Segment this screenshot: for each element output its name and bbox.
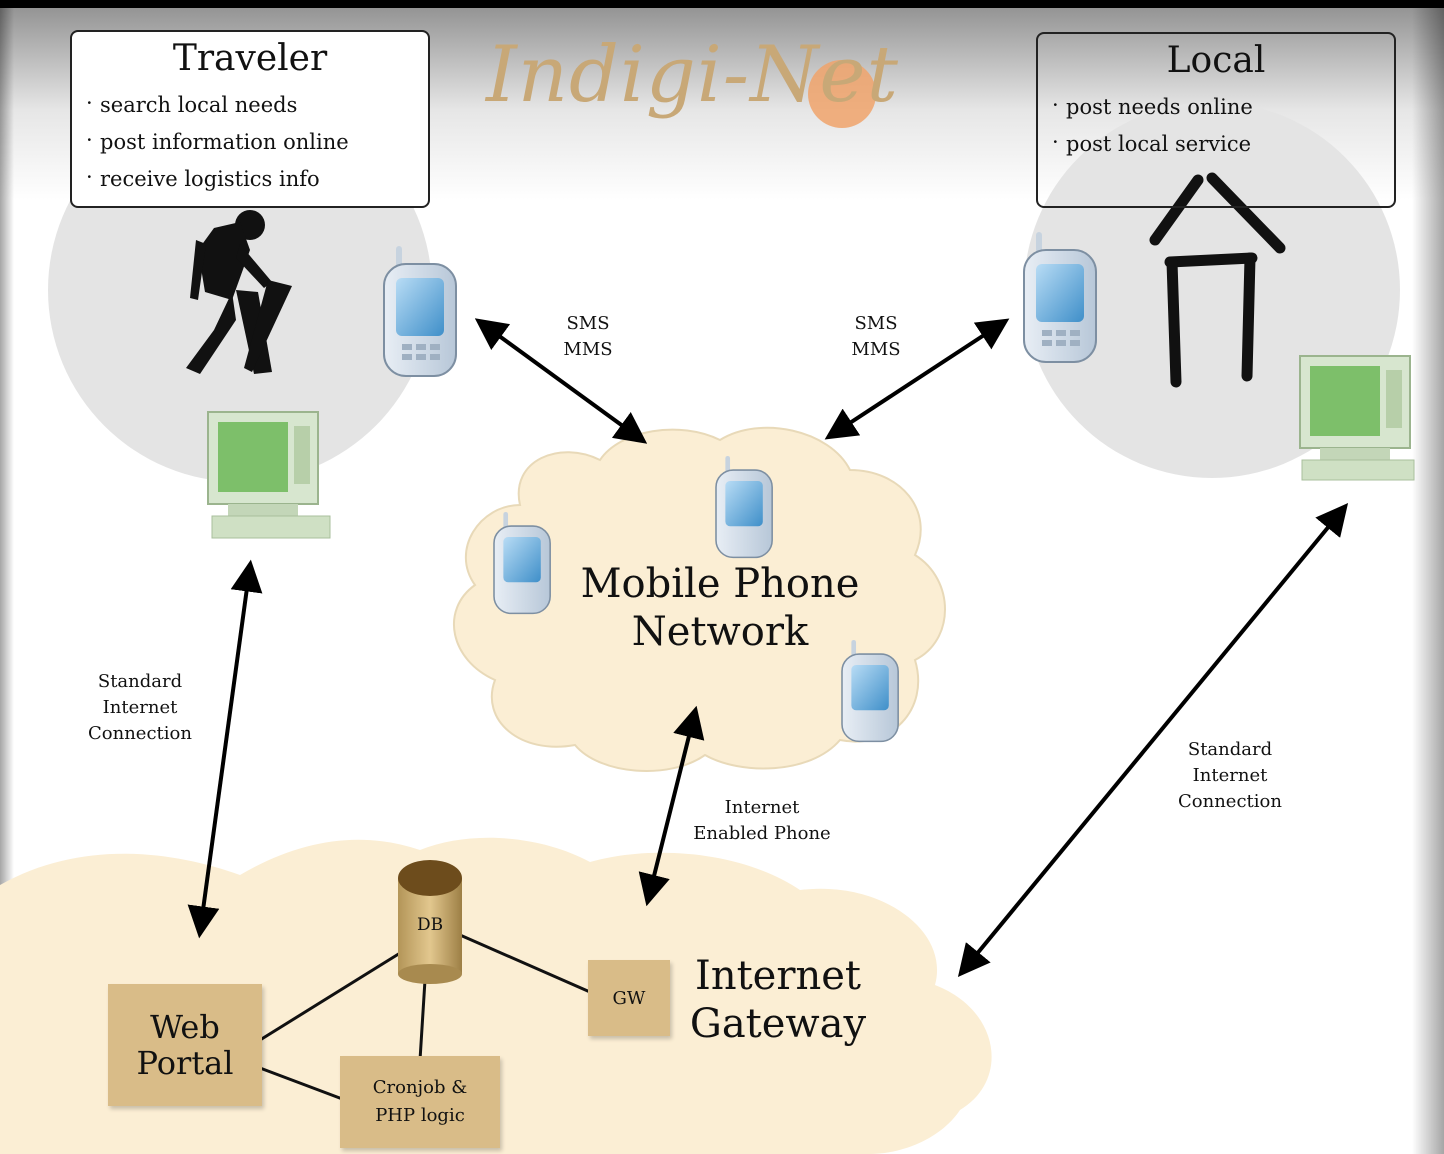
db-cylinder-icon bbox=[398, 860, 462, 984]
phone-icon-local bbox=[1023, 232, 1097, 363]
link-label-internet-phone: Internet Enabled Phone bbox=[693, 797, 831, 844]
db-label: DB bbox=[416, 915, 444, 935]
cronjob-box: Cronjob & PHP logic bbox=[340, 1056, 500, 1148]
mobile-network-label: Mobile Phone Network bbox=[580, 561, 860, 655]
web-portal-box: Web Portal bbox=[108, 984, 262, 1106]
arrow-network-gateway bbox=[638, 705, 705, 907]
computer-icon-traveler bbox=[207, 411, 331, 539]
link-label-standard-left: Standard Internet Connection bbox=[88, 671, 192, 744]
local-box: Local post needs online post local servi… bbox=[1036, 32, 1396, 208]
gateway-label: Internet Gateway bbox=[689, 953, 867, 1047]
link-label-sms-right: SMS MMS bbox=[851, 313, 901, 360]
link-portal-db bbox=[259, 948, 406, 1042]
link-label-standard-right: Standard Internet Connection bbox=[1178, 739, 1282, 812]
link-label-sms-left: SMS MMS bbox=[563, 313, 613, 360]
shelter-icon bbox=[1149, 172, 1286, 388]
traveler-list: search local needs post information onli… bbox=[72, 85, 428, 198]
traveler-item: post information online bbox=[86, 122, 428, 161]
arrow-local-phone-network bbox=[824, 318, 1010, 440]
brand-logo-icon bbox=[808, 60, 876, 128]
link-db-cron bbox=[418, 979, 427, 1061]
left-shade bbox=[0, 0, 14, 1154]
local-item: post needs online bbox=[1052, 87, 1394, 126]
traveler-item: search local needs bbox=[86, 85, 428, 124]
computer-icon-local bbox=[1299, 355, 1415, 481]
traveler-title: Traveler bbox=[172, 38, 328, 79]
link-db-gw bbox=[459, 933, 591, 994]
right-shade bbox=[1412, 0, 1444, 1154]
local-item: post local service bbox=[1052, 124, 1394, 163]
traveler-item: receive logistics info bbox=[86, 159, 428, 198]
local-list: post needs online post local service bbox=[1038, 87, 1394, 163]
link-portal-cron bbox=[259, 1066, 346, 1102]
phone-icon-traveler bbox=[383, 246, 457, 377]
mobile-network-cloud bbox=[452, 426, 946, 772]
traveler-box: Traveler search local needs post informa… bbox=[70, 30, 430, 208]
top-edge bbox=[0, 0, 1444, 8]
hiker-icon bbox=[186, 210, 292, 374]
arrow-traveler-phone-network bbox=[474, 318, 648, 444]
phone-icon-network-1 bbox=[715, 456, 773, 559]
arrow-local-gateway bbox=[957, 503, 1349, 977]
phone-icon-network-3 bbox=[841, 640, 899, 743]
local-title: Local bbox=[1166, 40, 1266, 81]
brand-title: Indigi-Net bbox=[486, 30, 899, 120]
arrow-traveler-webportal bbox=[187, 559, 263, 939]
gw-box: GW bbox=[588, 960, 670, 1036]
phone-icon-network-2 bbox=[493, 512, 551, 615]
